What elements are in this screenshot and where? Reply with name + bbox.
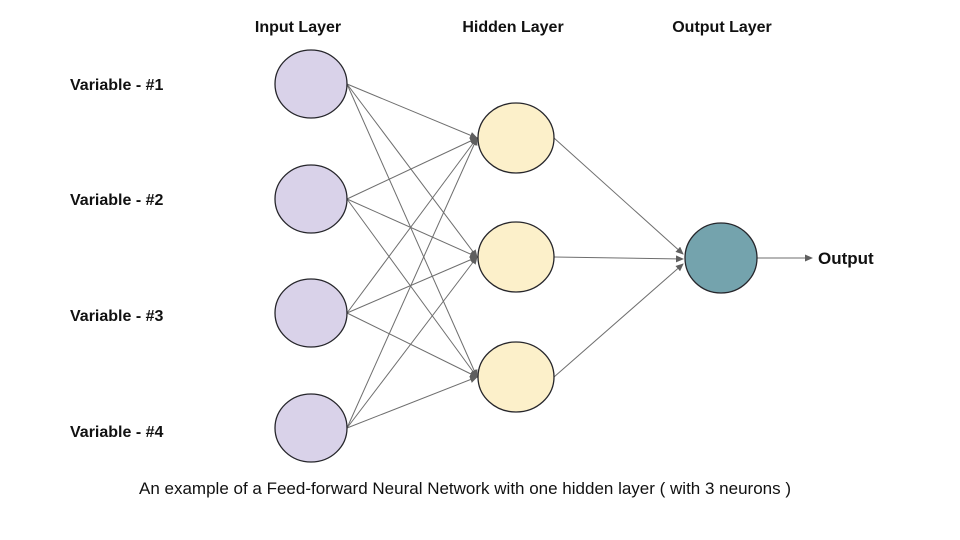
output-label: Output [818,249,874,268]
hidden-node-1 [477,102,555,174]
output-layer-header: Output Layer [672,19,772,36]
caption: An example of a Feed-forward Neural Netw… [139,479,791,498]
input-label-1: Variable - #1 [70,77,163,94]
edge-i3-h1 [346,137,478,314]
input-node-3 [274,278,348,348]
edge-i4-h3 [346,376,478,429]
input-layer-nodes [274,49,348,463]
edge-h1-o1 [553,137,684,255]
hidden-node-2 [477,221,555,293]
edges-hidden-to-output [553,137,684,378]
input-node-2 [274,164,348,234]
edge-i1-h2 [346,83,478,258]
hidden-node-3 [477,341,555,413]
edge-i1-h3 [346,83,478,378]
edge-i4-h1 [346,137,478,429]
edge-i3-h3 [346,312,478,378]
edge-i2-h1 [346,137,478,200]
edges-input-to-hidden [346,83,478,429]
hidden-layer-header: Hidden Layer [462,19,563,36]
edge-i2-h3 [346,198,478,378]
input-label-2: Variable - #2 [70,192,163,209]
hidden-layer-nodes [477,102,555,413]
input-label-4: Variable - #4 [70,424,163,441]
input-node-1 [274,49,348,119]
input-layer-header: Input Layer [255,19,341,36]
input-label-3: Variable - #3 [70,308,163,325]
edge-i1-h1 [346,83,478,139]
edge-h2-o1 [553,255,684,263]
edge-i2-h2 [346,198,478,258]
edge-i3-h2 [346,256,478,314]
input-node-4 [274,393,348,463]
edge-h3-o1 [553,263,684,378]
edge-i4-h2 [346,256,478,429]
output-node-1 [684,222,758,294]
